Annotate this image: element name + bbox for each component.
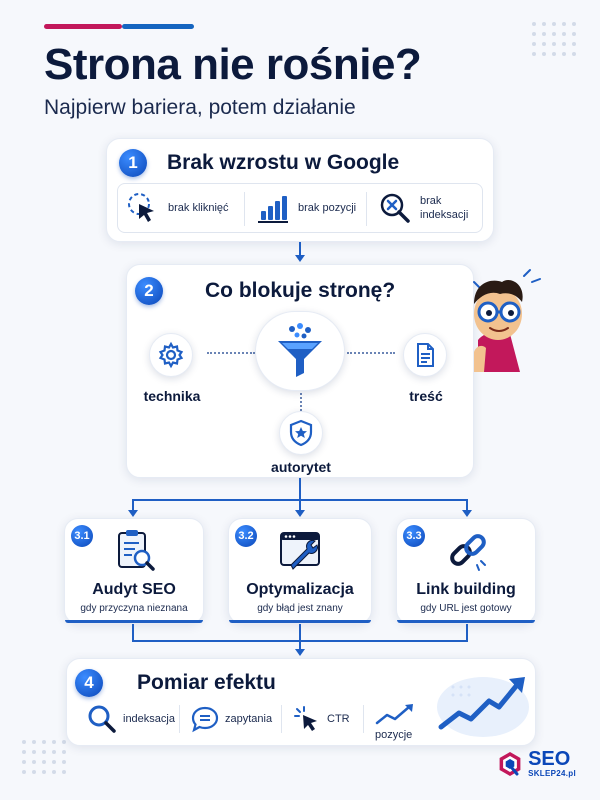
connector-to-3-1: [132, 499, 134, 511]
step-3-2-subtitle: gdy błąd jest znany: [257, 603, 343, 614]
card-accent-bar: [229, 620, 371, 623]
step-1-badge: 1: [119, 149, 147, 177]
step-3-2-badge: 3.2: [235, 525, 257, 547]
step-4-title: Pomiar efektu: [137, 671, 276, 694]
chain-link-icon: [445, 527, 491, 575]
step-3-1-badge: 3.1: [71, 525, 93, 547]
funnel-icon: [270, 321, 330, 381]
metric-indexing: indeksacja: [87, 703, 175, 735]
page-title: Strona nie rośnie?: [44, 40, 422, 89]
metric-ctr: CTR: [293, 703, 350, 735]
document-icon: [412, 342, 438, 368]
step-4-card: 4 Pomiar efektu indeksacja zapytania: [66, 658, 536, 746]
connector-from-3-1: [132, 624, 134, 642]
bar-chart-icon: [256, 191, 290, 225]
arrow-1-2: [295, 255, 305, 262]
metric-label: zapytania: [225, 713, 273, 725]
dotted-connector-left: [207, 352, 255, 354]
symptom-no-positions: brak pozycji: [256, 190, 356, 226]
arrow-to-3-1: [128, 510, 138, 517]
step-2-title: Co blokuje stronę?: [205, 279, 396, 302]
divider: [281, 705, 282, 733]
metric-positions: pozycje: [371, 701, 421, 743]
symptom-label: brak pozycji: [298, 202, 357, 214]
dotted-connector-right: [347, 352, 395, 354]
step-3-1-title: Audyt SEO: [92, 581, 176, 598]
step-3-3-card: 3.3 Link building gdy URL jest gotowy: [396, 518, 536, 624]
click-cursor-icon: [126, 191, 160, 225]
symptom-no-clicks: brak kliknięć: [126, 190, 229, 226]
metric-queries: zapytania: [191, 703, 272, 735]
connector-to-4: [299, 624, 301, 650]
arrow-to-3-2: [295, 510, 305, 517]
technika-node: [149, 333, 193, 377]
growth-chart-icon: [433, 667, 529, 739]
connector-to-3-3: [466, 499, 468, 511]
metric-label: indeksacja: [123, 713, 175, 725]
card-accent-bar: [397, 620, 535, 623]
metric-label: CTR: [327, 713, 350, 725]
step-3-2-card: 3.2 Optymalizacja gdy błąd jest znany: [228, 518, 372, 624]
accent-bar-pink: [44, 24, 122, 29]
connector-to-3-2: [299, 499, 301, 511]
autorytet-label: autorytet: [271, 459, 331, 475]
chat-bubble-icon: [191, 705, 219, 733]
divider: [363, 705, 364, 733]
funnel-node: [255, 311, 345, 391]
step-3-1-subtitle: gdy przyczyna nieznana: [80, 603, 188, 614]
mascot-illustration: [468, 268, 548, 372]
brand-q-icon: [496, 750, 524, 778]
step-4-badge: 4: [75, 669, 103, 697]
brand-name: SEO: [528, 748, 571, 770]
step-3-2-title: Optymalizacja: [246, 581, 354, 598]
divider: [244, 192, 245, 226]
step-1-symptoms: brak kliknięć brak pozycji: [117, 183, 483, 233]
symptom-label-line2: indeksacji: [420, 209, 469, 221]
gear-icon: [157, 341, 185, 369]
clipboard-search-icon: [113, 527, 157, 575]
step-3-1-card: 3.1 Audyt SEO gdy przyczyna nieznana: [64, 518, 204, 624]
tresc-label: treść: [409, 388, 443, 404]
symptom-no-indexing: brak indeksacji: [378, 190, 468, 226]
arrow-to-4: [295, 649, 305, 656]
connector-2-down: [299, 478, 301, 500]
dotted-connector-bottom: [300, 389, 302, 411]
symptom-label: brak indeksacji: [420, 194, 468, 222]
symptom-label-line1: brak: [420, 195, 442, 207]
brand-logo: SEO SKLEP24.pl: [496, 749, 576, 778]
step-3-3-subtitle: gdy URL jest gotowy: [420, 603, 512, 614]
metric-label: pozycje: [375, 729, 413, 741]
top-accent-bar: [44, 24, 194, 29]
brand-text: SEO SKLEP24.pl: [528, 749, 576, 778]
step-2-badge: 2: [135, 277, 163, 305]
dot-grid-bottom-left: [22, 740, 66, 774]
symptom-label: brak kliknięć: [168, 202, 229, 214]
divider: [179, 705, 180, 733]
shield-star-icon: [288, 419, 314, 447]
card-accent-bar: [65, 620, 203, 623]
technika-label: technika: [143, 388, 201, 404]
accent-bar-blue: [122, 24, 194, 29]
step-1-title: Brak wzrostu w Google: [167, 151, 400, 174]
cursor-icon: [293, 705, 321, 733]
connector-from-3-3: [466, 624, 468, 642]
tresc-node: [403, 333, 447, 377]
step-1-card: 1 Brak wzrostu w Google brak kliknięć: [106, 138, 494, 242]
search-x-icon: [378, 191, 412, 225]
arrow-to-3-3: [462, 510, 472, 517]
window-wrench-icon: [277, 527, 325, 575]
dot-grid-top-right: [532, 22, 576, 56]
step-2-card: 2 Co blokuje stronę?: [126, 264, 474, 478]
magnifier-icon: [87, 704, 117, 734]
autorytet-node: [279, 411, 323, 455]
step-3-3-badge: 3.3: [403, 525, 425, 547]
divider: [366, 192, 367, 226]
brand-domain: SKLEP24.pl: [528, 769, 576, 778]
step-3-3-title: Link building: [416, 581, 516, 598]
connector-1-2: [299, 242, 301, 256]
page-subtitle: Najpierw bariera, potem działanie: [44, 96, 356, 119]
trend-line-icon: [375, 701, 419, 727]
